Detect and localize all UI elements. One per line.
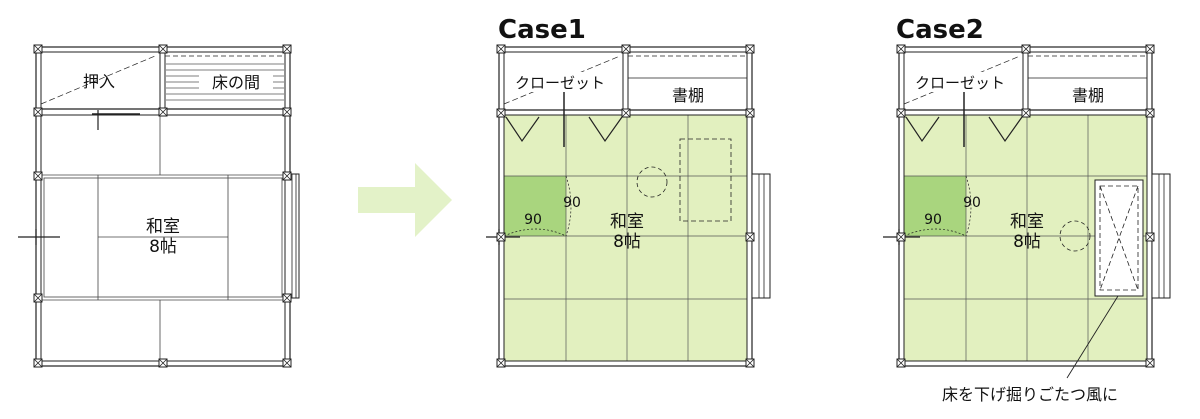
transition-arrow <box>358 163 452 237</box>
case1-floor-grid <box>504 115 747 361</box>
case1-title: Case1 <box>498 15 586 45</box>
plan-before: 押入 床の間 和室 8帖 <box>18 44 300 368</box>
case2-dim-height: 90 <box>963 195 981 211</box>
plan-case2: Case2 <box>883 15 1171 404</box>
case1-closet-label: クローゼット <box>515 74 605 92</box>
case1-dim-width: 90 <box>524 212 542 228</box>
closet-label: 押入 <box>83 72 115 91</box>
case2-title: Case2 <box>896 15 984 45</box>
case1-room-name: 和室 <box>610 212 644 232</box>
case1-room-size: 8帖 <box>613 232 641 252</box>
plan-case1: Case1 <box>486 15 771 368</box>
case1-shelf-label: 書棚 <box>672 86 704 105</box>
case2-room-name: 和室 <box>1010 212 1044 232</box>
room-size-label: 8帖 <box>149 237 177 257</box>
case2-closet-label: クローゼット <box>915 74 1005 92</box>
case2-note-label: 床を下げ掘りごたつ風に <box>942 385 1118 404</box>
alcove-label: 床の間 <box>212 73 260 92</box>
room-name-label: 和室 <box>146 217 180 237</box>
case2-room-size: 8帖 <box>1013 232 1041 252</box>
case1-dim-height: 90 <box>563 195 581 211</box>
case2-dim-width: 90 <box>924 212 942 228</box>
case2-shelf-label: 書棚 <box>1072 86 1104 105</box>
